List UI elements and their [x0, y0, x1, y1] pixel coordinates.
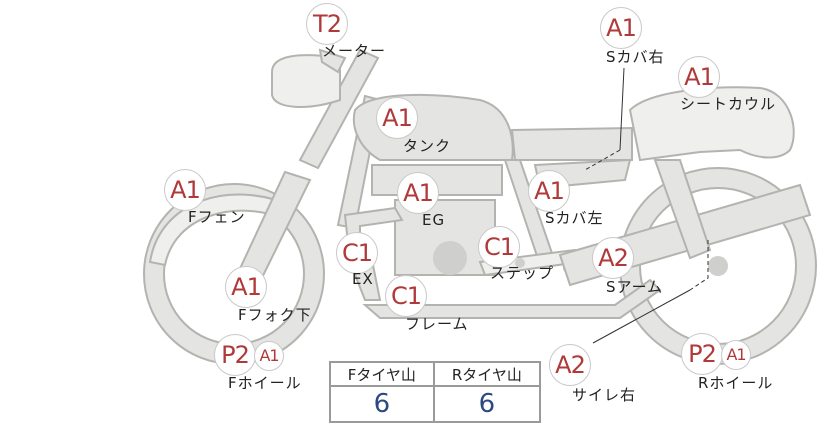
label-frame: フレーム [405, 315, 469, 333]
frame-lower-shape [362, 278, 662, 319]
label-s-cover-right: Sカバ右 [606, 48, 665, 66]
grade-badge-s-cover-left: A1 [528, 170, 570, 212]
label-meter: メーター [322, 42, 387, 60]
front-tire-header: Fタイヤ山 [329, 361, 435, 387]
grade-badge-s-cover-right: A1 [600, 7, 642, 49]
seat-cowl-shape [628, 86, 795, 162]
grade-badge-f-wheel-secondary: A1 [254, 341, 284, 371]
grade-badge-r-wheel-secondary: A1 [721, 340, 751, 370]
label-f-wheel: Fホイール [228, 374, 302, 392]
grade-badge-f-fender: A1 [164, 169, 206, 211]
rear-tire-header: Rタイヤ山 [432, 361, 542, 387]
label-seat-cowl: シートカウル [680, 95, 777, 113]
grade-badge-frame: C1 [385, 275, 427, 317]
grade-badge-ex: C1 [336, 232, 378, 274]
grade-badge-eg: A1 [397, 172, 439, 214]
label-f-fender: Fフェン [188, 208, 246, 226]
label-tank: タンク [403, 137, 452, 155]
label-silencer-right: サイレ右 [572, 386, 637, 404]
grade-badge-s-arm: A2 [592, 237, 634, 279]
grade-badge-meter: T2 [306, 3, 348, 45]
grade-badge-step: C1 [478, 226, 520, 268]
rear-tire-value: 6 [432, 385, 542, 423]
tire-tread-table: Fタイヤ山 Rタイヤ山 6 6 [329, 361, 542, 423]
meter-shape [271, 54, 341, 108]
grade-badge-f-fork-lower: A1 [225, 266, 267, 308]
grade-badge-f-wheel: P2 [214, 334, 256, 376]
front-tire-value: 6 [329, 385, 435, 423]
grade-badge-tank: A1 [376, 97, 418, 139]
label-f-fork-lower: Fフォク下 [238, 306, 312, 324]
label-eg: EG [422, 211, 446, 229]
grade-badge-seat-cowl: A1 [678, 56, 720, 98]
label-s-arm: Sアーム [606, 278, 664, 296]
label-step: ステップ [490, 264, 555, 282]
grade-badge-r-wheel: P2 [681, 333, 723, 375]
label-s-cover-left: Sカバ左 [545, 209, 604, 227]
label-r-wheel: Rホイール [698, 374, 774, 392]
grade-badge-silencer-right: A2 [549, 344, 591, 386]
label-ex: EX [352, 270, 374, 288]
